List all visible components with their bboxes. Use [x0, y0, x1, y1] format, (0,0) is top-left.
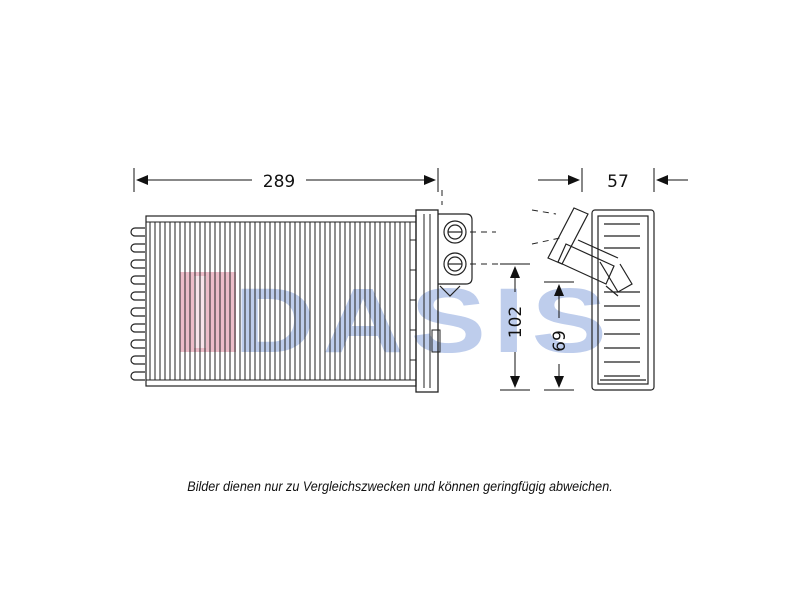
pipe-connections: [438, 213, 473, 297]
heater-core-side-view: [547, 207, 655, 391]
dimension-depth: [538, 168, 688, 192]
svg-text:DASIS: DASIS: [234, 270, 614, 372]
left-tank-ribs: [130, 227, 145, 381]
dimension-width-label: 289: [263, 172, 295, 192]
dimension-height-total-label: 102: [506, 306, 526, 338]
core-fins: [149, 222, 411, 380]
dimension-width: [133, 168, 439, 192]
dimension-depth-label: 57: [607, 172, 629, 192]
watermark-logo: DASIS: [180, 270, 614, 372]
dimension-height-total: [500, 263, 530, 391]
heater-core-front-view: [130, 209, 473, 393]
dimension-height-core: [544, 281, 574, 391]
disclaimer-text: Bilder dienen nur zu Vergleichszwecken u…: [187, 478, 613, 494]
dimension-height-core-label: 69: [550, 330, 570, 352]
watermark-badge: [180, 272, 236, 352]
